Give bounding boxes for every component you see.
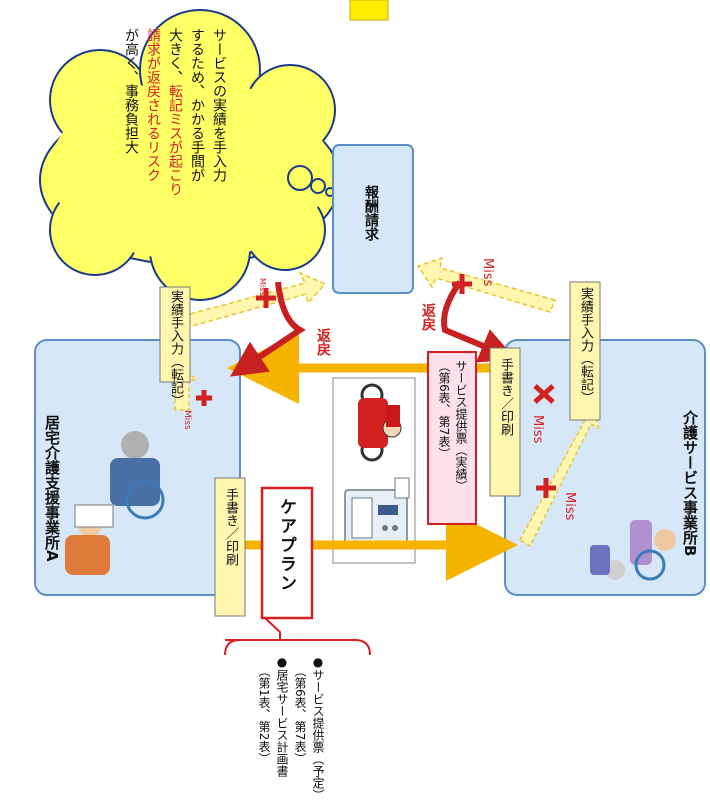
note-b-handwrite-text: 手書き／印刷 bbox=[498, 358, 513, 436]
bracket-list: ●サービス提供票（予定） （第6表、第7表） ●居宅サービス計画書 （第1表、第… bbox=[255, 655, 327, 801]
cloud-line-1: サービスの実績を手入力 bbox=[211, 28, 227, 182]
miss-label-5: Miss bbox=[562, 492, 577, 521]
miss-label-3: Miss bbox=[182, 410, 192, 430]
note-a-handwrite bbox=[214, 477, 246, 617]
cloud-line-3a: 大きく、 bbox=[167, 28, 183, 84]
miss-label-1: Miss bbox=[258, 278, 267, 296]
bracket-item-1-sub: （第6表、第7表） bbox=[293, 665, 307, 765]
note-b-entry-text: 実績手入力（転記） bbox=[578, 287, 593, 404]
miss-cross-4 bbox=[533, 384, 555, 404]
miss-label-4: Miss bbox=[530, 415, 545, 444]
caregiver-illustration-b bbox=[590, 520, 676, 581]
billing-box bbox=[332, 144, 414, 294]
bracket-item-1: ●サービス提供票（予定） bbox=[311, 655, 325, 801]
note-a-handwrite-text: 手書き／印刷 bbox=[223, 488, 238, 566]
cloud-line-4: 請求が返戻されるリスク bbox=[145, 28, 161, 182]
care-plan-label: ケアプラン bbox=[276, 498, 296, 593]
service-ticket-text: サービス提供票（実績） （第6表、第7表） bbox=[435, 360, 469, 492]
cloud-line-2: するため、かかる手間が bbox=[189, 28, 205, 182]
miss-cross-5 bbox=[536, 478, 556, 498]
service-ticket-line-1: サービス提供票（実績） bbox=[454, 360, 468, 492]
top-yellow-square bbox=[349, 0, 389, 21]
return-arrow-to-b bbox=[441, 280, 517, 363]
note-a-entry-text: 実績手入力（転記） bbox=[168, 290, 183, 407]
miss-cross-2 bbox=[452, 274, 472, 294]
office-b-title: 介護サービス事業所B bbox=[681, 410, 699, 557]
office-a-title: 居宅介護支援事業所A bbox=[43, 415, 61, 562]
cloud-text: サービスの実績を手入力 するため、かかる手間が 大きく、転記ミスが起こり 請求が… bbox=[120, 28, 230, 288]
service-ticket-line-2: （第6表、第7表） bbox=[437, 360, 451, 460]
dashed-arrow-entry-b bbox=[518, 402, 599, 548]
bracket-item-2-sub: （第1表、第2表） bbox=[257, 665, 271, 765]
note-a-entry bbox=[159, 286, 191, 383]
miss-cross-1 bbox=[256, 288, 276, 308]
courier-bike-icon bbox=[358, 383, 402, 462]
care-plan-box bbox=[260, 486, 314, 620]
service-ticket-box bbox=[427, 351, 477, 525]
note-b-entry bbox=[569, 281, 601, 421]
cloud-line-5: が高く、事務負担大 bbox=[123, 28, 139, 154]
bracket-item-2: ●居宅サービス計画書 bbox=[275, 655, 289, 777]
bracket-curly bbox=[224, 639, 371, 656]
speech-cloud bbox=[39, 9, 341, 301]
billing-label: 報酬請求 bbox=[363, 185, 379, 241]
fax-machine-icon bbox=[344, 477, 410, 546]
miss-cross-3 bbox=[196, 390, 212, 406]
henrei-label-1: 返戻 bbox=[315, 328, 331, 356]
henrei-label-2: 返戻 bbox=[420, 303, 436, 331]
dashed-arrow-a-to-billing bbox=[174, 271, 327, 331]
note-b-handwrite bbox=[489, 347, 521, 497]
miss-label-2: Miss bbox=[480, 258, 495, 287]
dashed-arrow-b-to-billing bbox=[416, 256, 557, 313]
cloud-line-3b: 転記ミスが起こり bbox=[167, 84, 183, 196]
caregiver-illustration-a bbox=[65, 431, 165, 575]
bracket-line bbox=[225, 617, 355, 641]
return-arrow-to-a bbox=[230, 281, 306, 377]
